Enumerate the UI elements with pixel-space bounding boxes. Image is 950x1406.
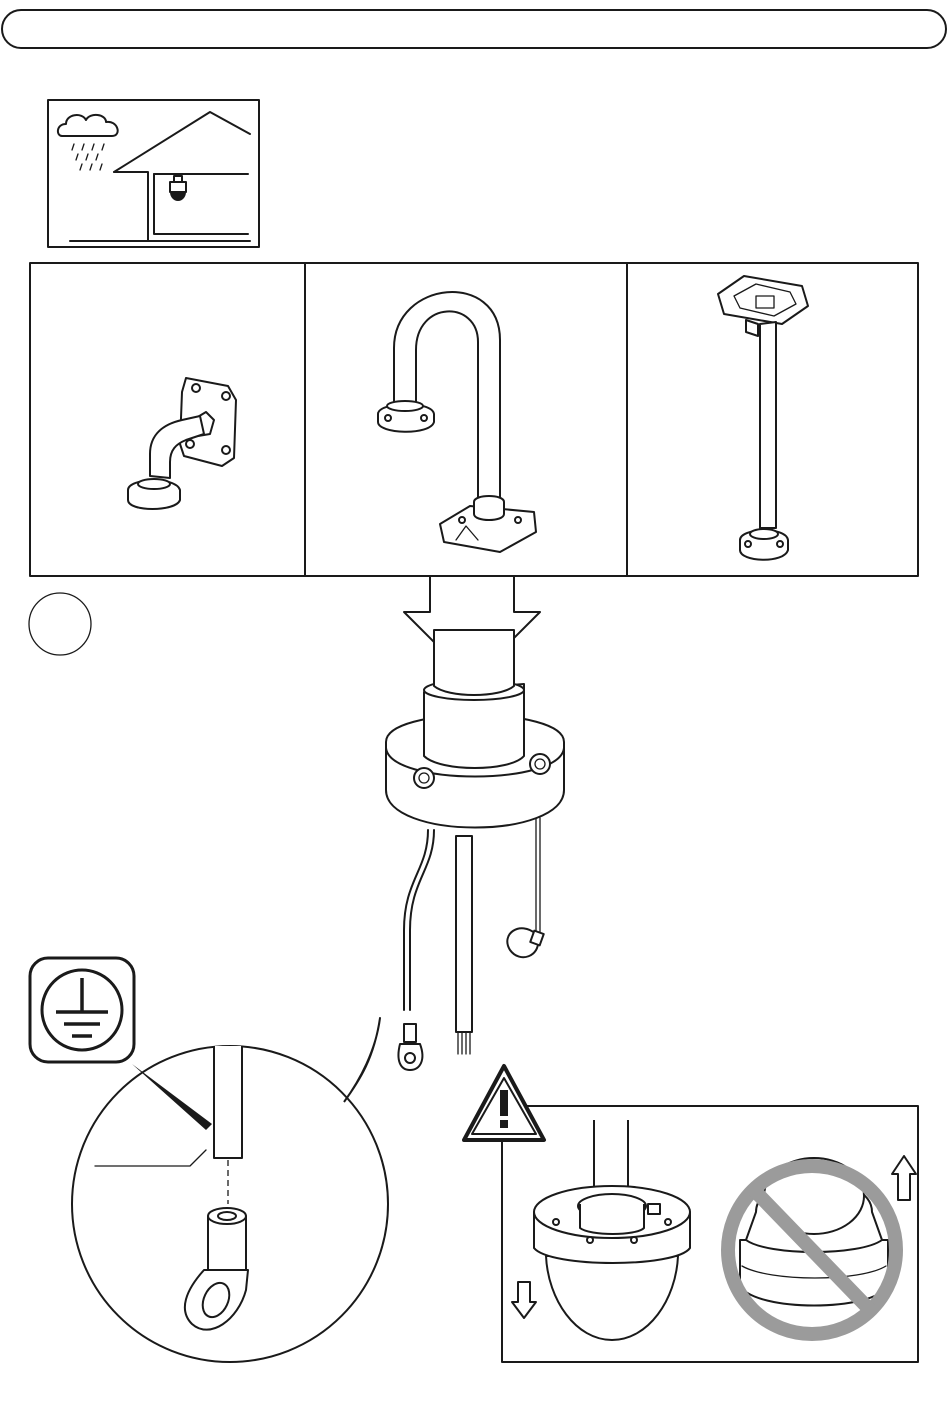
grounding-detail: [30, 958, 388, 1362]
adapter-screw: [530, 754, 550, 774]
pendant-pole-ceiling-mount-icon: [718, 276, 808, 560]
dome-camera-icon: [170, 176, 186, 201]
pipe-adapter: [386, 630, 564, 1070]
protective-earth-ground-icon: [30, 958, 134, 1062]
header-bar: [2, 10, 946, 48]
detail-wire: [214, 1046, 242, 1204]
rain-cloud-icon: [58, 115, 118, 170]
step-number-badge: [29, 593, 91, 655]
gooseneck-parapet-mount-icon: [378, 292, 536, 552]
wall-bracket-mount-icon: [128, 378, 236, 509]
ring-terminal: [398, 1024, 422, 1070]
arrow-up-icon: [892, 1156, 916, 1200]
warning-panel: [464, 1066, 918, 1362]
mount-options-panel: [30, 263, 918, 576]
safety-wire: [507, 818, 543, 957]
environment-panel: [48, 100, 259, 247]
arrow-down-icon: [512, 1282, 536, 1318]
camera-correct-handling: [534, 1120, 690, 1340]
warning-triangle-icon: [464, 1066, 544, 1140]
ground-wire: [404, 830, 434, 1010]
adapter-screw: [414, 768, 434, 788]
network-cable: [456, 836, 472, 1054]
house-outline: [70, 112, 250, 241]
detail-ring-terminal: [185, 1208, 248, 1330]
